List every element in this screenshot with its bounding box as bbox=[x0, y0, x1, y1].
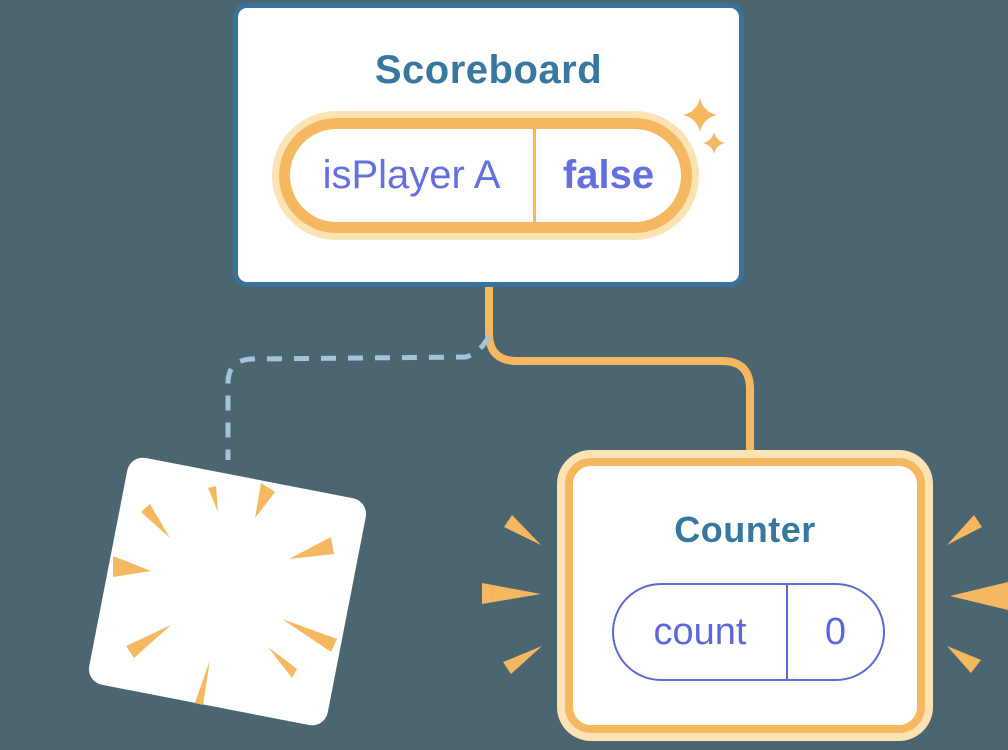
state-key: count bbox=[653, 610, 747, 653]
counter-title: Counter bbox=[674, 509, 816, 550]
scoreboard-title: Scoreboard bbox=[374, 48, 603, 92]
pill-divider bbox=[786, 585, 788, 679]
destroyed-component-card bbox=[86, 454, 369, 729]
pill-divider bbox=[533, 129, 536, 222]
state-value: false bbox=[562, 153, 655, 197]
emphasis-burst-left-icon bbox=[482, 515, 542, 674]
connector-solid-line bbox=[485, 280, 754, 465]
state-key: isPlayer A bbox=[322, 153, 501, 197]
scoreboard-state-pill: isPlayer A false bbox=[279, 118, 692, 233]
counter-state-pill: count 0 bbox=[612, 583, 885, 681]
state-value: 0 bbox=[824, 610, 847, 653]
connector-dashed-line bbox=[225, 334, 492, 460]
emphasis-burst-right-icon bbox=[947, 515, 1008, 673]
scoreboard-card: Scoreboard isPlayer A false bbox=[233, 3, 744, 287]
counter-card: Counter count 0 bbox=[565, 458, 925, 733]
